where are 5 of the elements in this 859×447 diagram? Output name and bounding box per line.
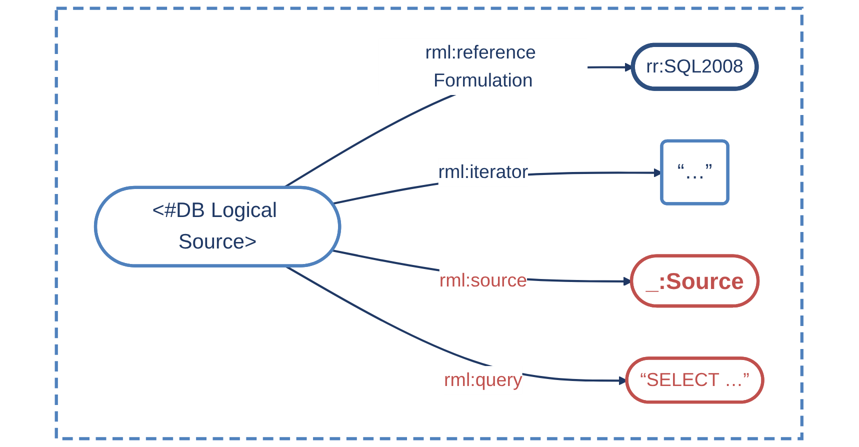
edge-label: rml:query bbox=[444, 369, 523, 390]
cluster bbox=[55, 6, 804, 440]
edge-label: rml:reference Formulation bbox=[426, 42, 536, 91]
edge-label: rml:iterator bbox=[438, 161, 528, 182]
edge-label: rml:source bbox=[440, 270, 528, 291]
